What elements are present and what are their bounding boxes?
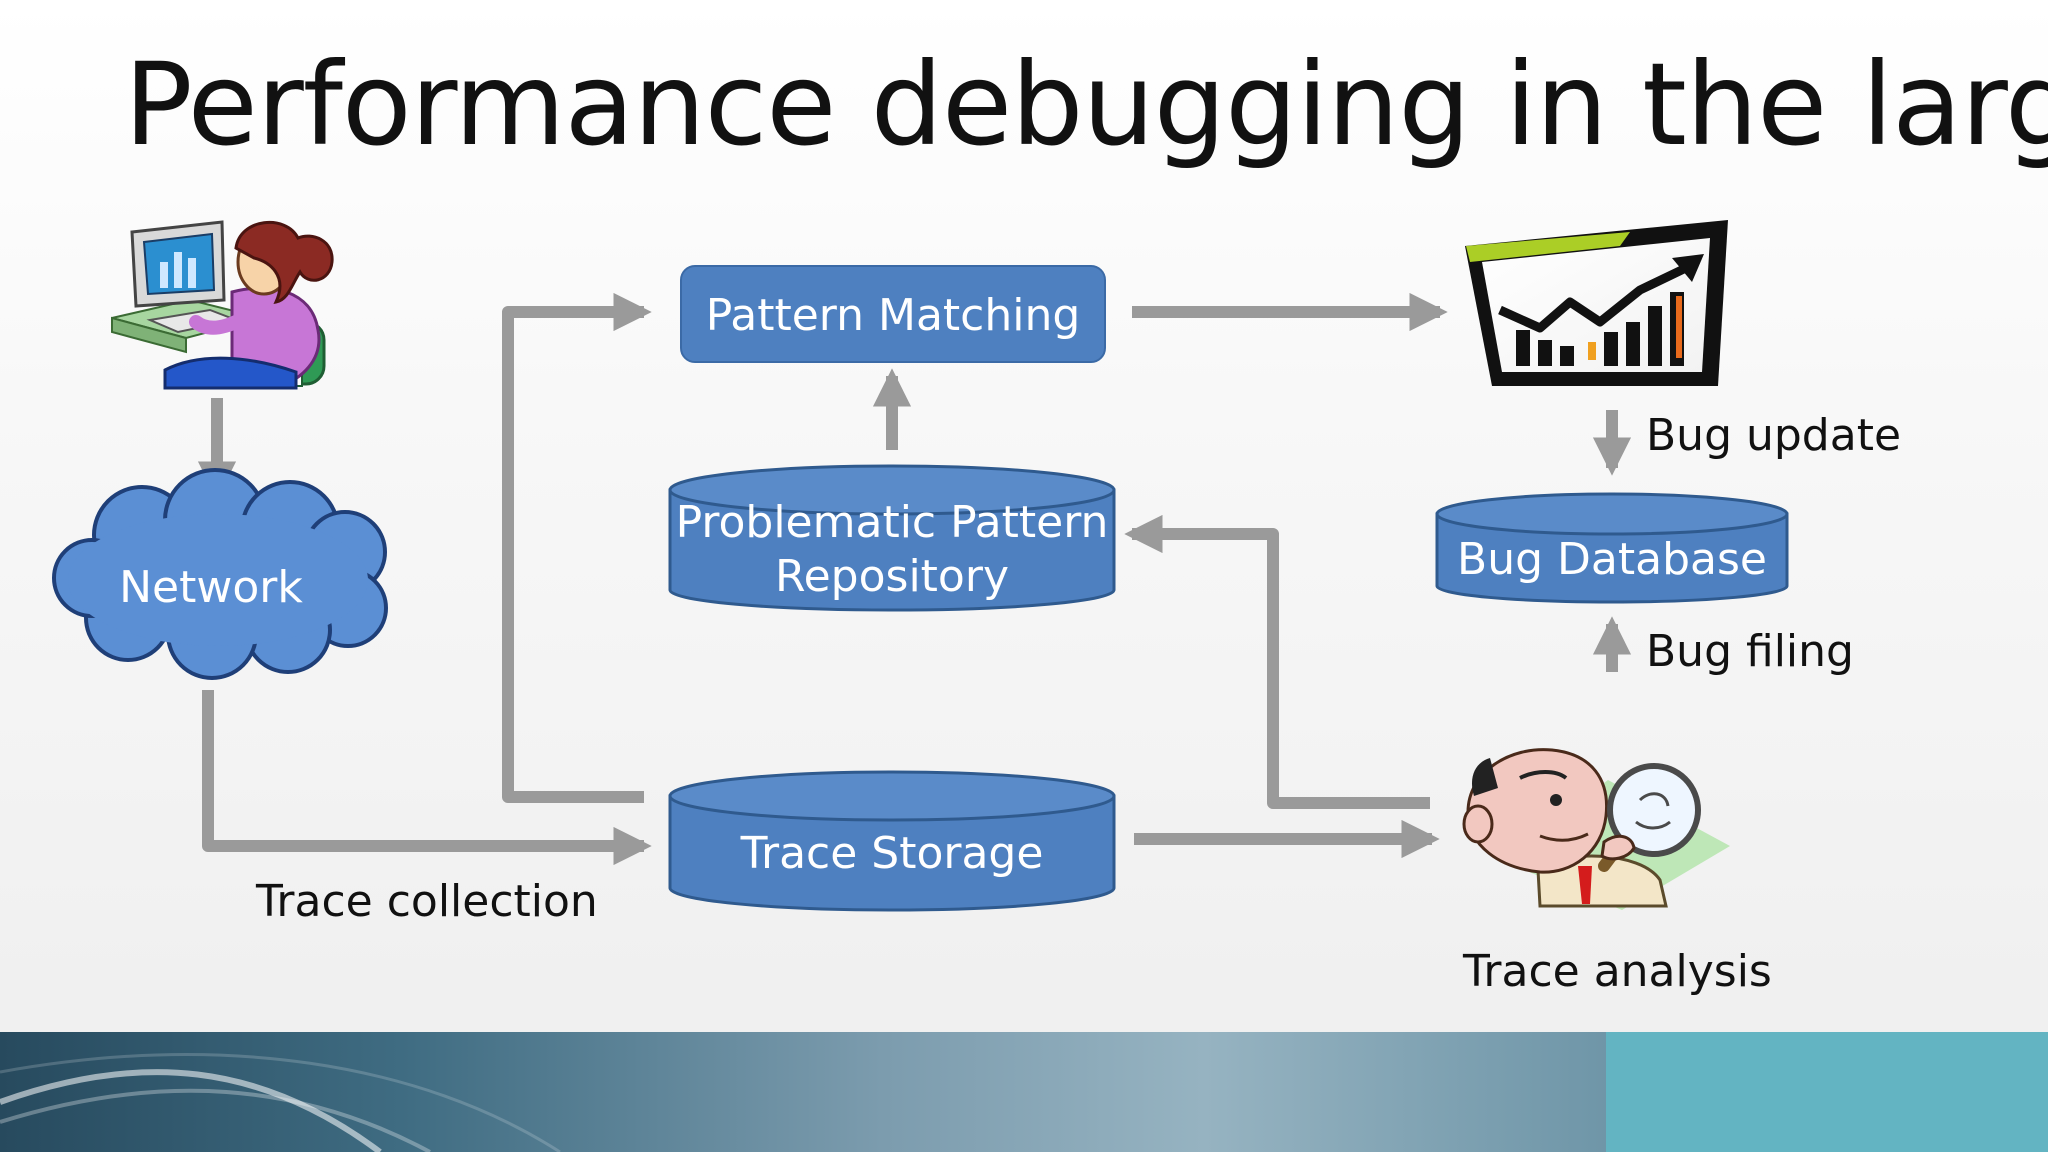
trace-collection-label: Trace collection bbox=[256, 876, 598, 927]
footer-band bbox=[0, 1032, 2048, 1152]
trace-storage-label: Trace Storage bbox=[740, 828, 1044, 879]
trace-storage-cylinder bbox=[668, 770, 1116, 912]
analyst-with-magnifier-icon bbox=[1462, 748, 1730, 910]
cloud-icon bbox=[52, 468, 388, 680]
pattern-matching-box bbox=[680, 265, 1106, 363]
bug-database-cylinder bbox=[1435, 492, 1789, 604]
footer-accent bbox=[1606, 1032, 2048, 1152]
arrow-trace-storage-to-pattern-matching bbox=[502, 292, 652, 803]
network-label: Network bbox=[119, 562, 303, 613]
footer-swoosh bbox=[0, 1053, 561, 1152]
bug-update-label: Bug update bbox=[1646, 410, 1902, 461]
pattern-matching-label: Pattern Matching bbox=[705, 290, 1081, 341]
footer-gradient bbox=[0, 1032, 1606, 1152]
pattern-repository-cylinder bbox=[668, 464, 1116, 612]
trend-chart-icon bbox=[1465, 220, 1728, 386]
trace-analysis-label: Trace analysis bbox=[1463, 946, 1772, 997]
arrow-analyst-to-repository bbox=[1124, 514, 1430, 809]
slide-title: Performance debugging in the large bbox=[124, 38, 2048, 171]
arrow-network-to-trace-storage bbox=[202, 690, 652, 866]
user-at-computer-icon bbox=[111, 220, 334, 390]
pattern-repository-label-line2: Repository bbox=[775, 551, 1009, 602]
bug-database-label: Bug Database bbox=[1457, 534, 1767, 585]
bug-filing-label: Bug filing bbox=[1646, 626, 1854, 677]
pattern-repository-label-line1: Problematic Pattern bbox=[675, 497, 1109, 548]
